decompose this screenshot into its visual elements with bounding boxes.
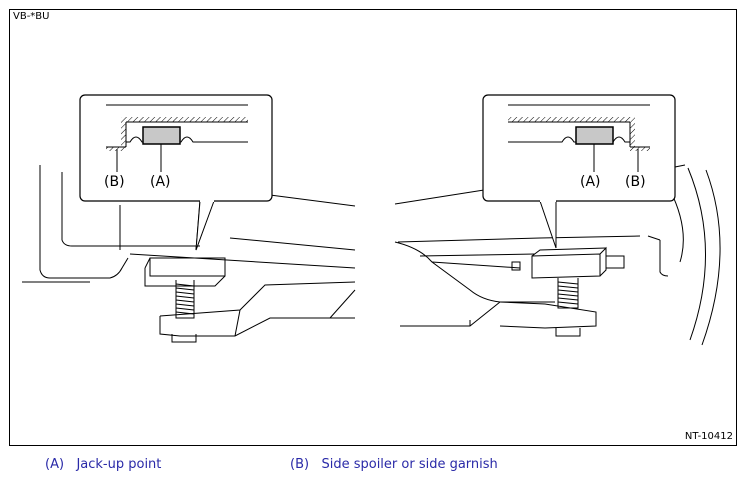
legend-text-b: Side spoiler or side garnish [321,457,498,472]
left-label-a: (A) [150,174,171,190]
figure-code: NT-10412 [684,431,733,442]
right-label-b: (B) [625,174,646,190]
left-label-b: (B) [104,174,125,190]
right-jack-point [575,126,614,145]
legend-key-b: (B) [290,457,310,472]
right-label-a: (A) [580,174,601,190]
left-jack-point [142,126,181,145]
right-callout: (A) (B) [482,94,676,249]
legend-key-a: (A) [45,457,65,472]
legend-item-a: (A) Jack-up point [45,457,161,472]
left-callout: (B) (A) [79,94,273,251]
legend-text-a: Jack-up point [76,457,162,472]
legend-item-b: (B) Side spoiler or side garnish [290,457,498,472]
figure-frame [9,9,737,446]
header-code: VB-*BU [13,11,50,22]
